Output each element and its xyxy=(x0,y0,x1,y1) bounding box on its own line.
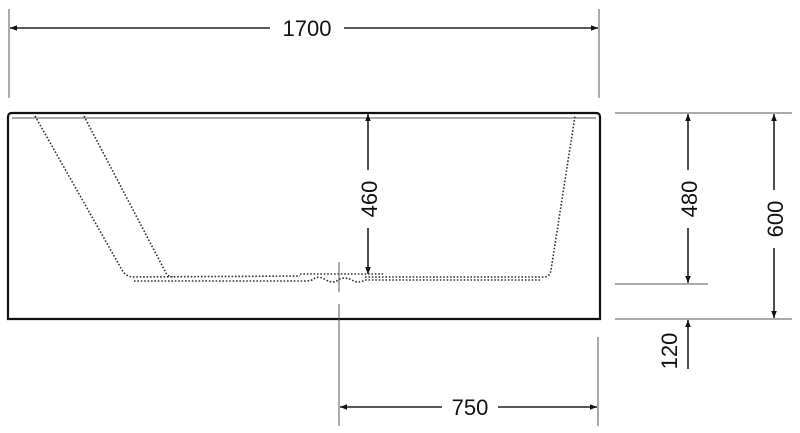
tub-outline xyxy=(6,111,602,321)
tub-body xyxy=(6,111,602,321)
dimension-drain-offset: 750 xyxy=(340,337,599,426)
backrest-inner-contour xyxy=(83,115,176,278)
right-reference-lines xyxy=(615,112,792,320)
label-overall-length: 1700 xyxy=(283,16,332,41)
basin-floor-lower xyxy=(134,276,540,283)
footend-contour xyxy=(365,115,576,278)
dimension-inner-depth: 460 xyxy=(357,114,382,274)
backrest-outer-contour xyxy=(34,115,301,278)
label-foot-height: 120 xyxy=(657,333,682,370)
dimension-overall-height: 600 xyxy=(763,114,788,318)
dimension-overall-length: 1700 xyxy=(8,9,600,98)
label-rim-to-level: 480 xyxy=(677,181,702,218)
label-overall-height: 600 xyxy=(763,201,788,238)
dimension-rim-to-level: 480 xyxy=(677,114,702,283)
dimension-foot-height: 120 xyxy=(657,320,691,370)
inner-basin-contour xyxy=(34,115,576,283)
label-inner-depth: 460 xyxy=(357,181,382,218)
label-drain-offset: 750 xyxy=(452,395,489,420)
